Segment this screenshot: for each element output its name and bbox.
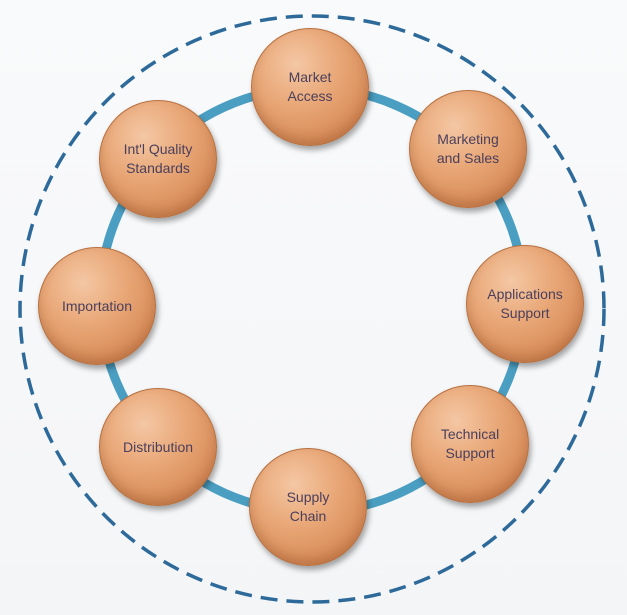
node-applications-support: Applications Support — [466, 245, 584, 363]
node-label: Importation — [61, 297, 133, 314]
node-label: Int'l Quality Standards — [123, 141, 193, 176]
node-technical-support: Technical Support — [411, 385, 529, 503]
node-intl-quality-standards: Int'l Quality Standards — [99, 100, 217, 218]
node-marketing-and-sales: Marketing and Sales — [409, 90, 527, 208]
outer-dashed-circle — [18, 14, 606, 604]
node-label: Distribution — [122, 438, 194, 455]
node-distribution: Distribution — [99, 388, 217, 506]
node-label: Supply Chain — [286, 489, 330, 524]
node-importation: Importation — [38, 247, 156, 365]
node-label: Market Access — [287, 69, 333, 104]
node-label: Marketing and Sales — [436, 131, 500, 166]
node-label: Technical Support — [440, 426, 500, 461]
node-supply-chain: Supply Chain — [249, 448, 367, 566]
node-label: Applications Support — [487, 286, 563, 321]
node-market-access: Market Access — [251, 28, 369, 146]
